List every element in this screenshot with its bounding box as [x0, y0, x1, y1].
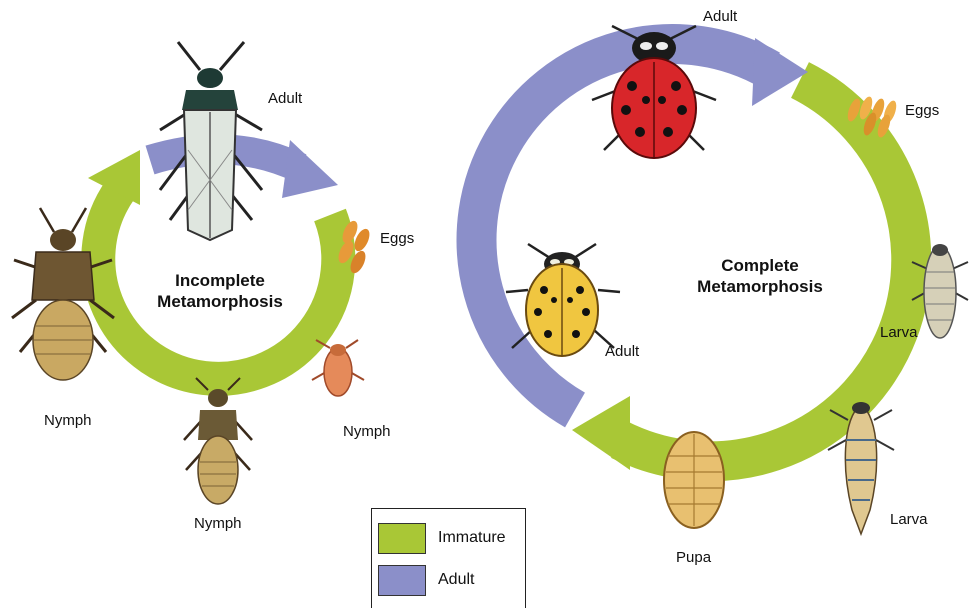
- complete-adult-yellow-ladybug: [506, 244, 620, 356]
- legend-label-adult: Adult: [438, 571, 474, 589]
- incomplete-nymph-middle-label: Nymph: [194, 515, 242, 532]
- incomplete-eggs-label: Eggs: [380, 230, 414, 247]
- complete-pupa: [664, 432, 724, 528]
- legend-label-immature: Immature: [438, 529, 506, 547]
- incomplete-nymph-large-label: Nymph: [44, 412, 92, 429]
- complete-title: Complete Metamorphosis: [680, 255, 840, 297]
- incomplete-title: Incomplete Metamorphosis: [140, 270, 300, 312]
- complete-pupa-label: Pupa: [676, 549, 711, 566]
- legend-swatch-adult: [378, 565, 426, 596]
- incomplete-adult-label: Adult: [268, 90, 302, 107]
- incomplete-nymph-middle: [184, 378, 252, 504]
- complete-larva-upper-label: Larva: [880, 324, 918, 341]
- complete-adult-side-label: Adult: [605, 343, 639, 360]
- legend: Immature Adult: [371, 508, 526, 608]
- complete-title-line2: Metamorphosis: [680, 276, 840, 297]
- complete-larva-lower-label: Larva: [890, 511, 928, 528]
- complete-immature-arrowhead: [572, 396, 630, 470]
- incomplete-title-line1: Incomplete: [140, 270, 300, 291]
- complete-eggs-label: Eggs: [905, 102, 939, 119]
- incomplete-nymph-small-label: Nymph: [343, 423, 391, 440]
- complete-adult-top-label: Adult: [703, 8, 737, 25]
- legend-swatch-immature: [378, 523, 426, 554]
- incomplete-adult-arrowhead: [282, 140, 338, 198]
- incomplete-title-line2: Metamorphosis: [140, 291, 300, 312]
- complete-title-line1: Complete: [680, 255, 840, 276]
